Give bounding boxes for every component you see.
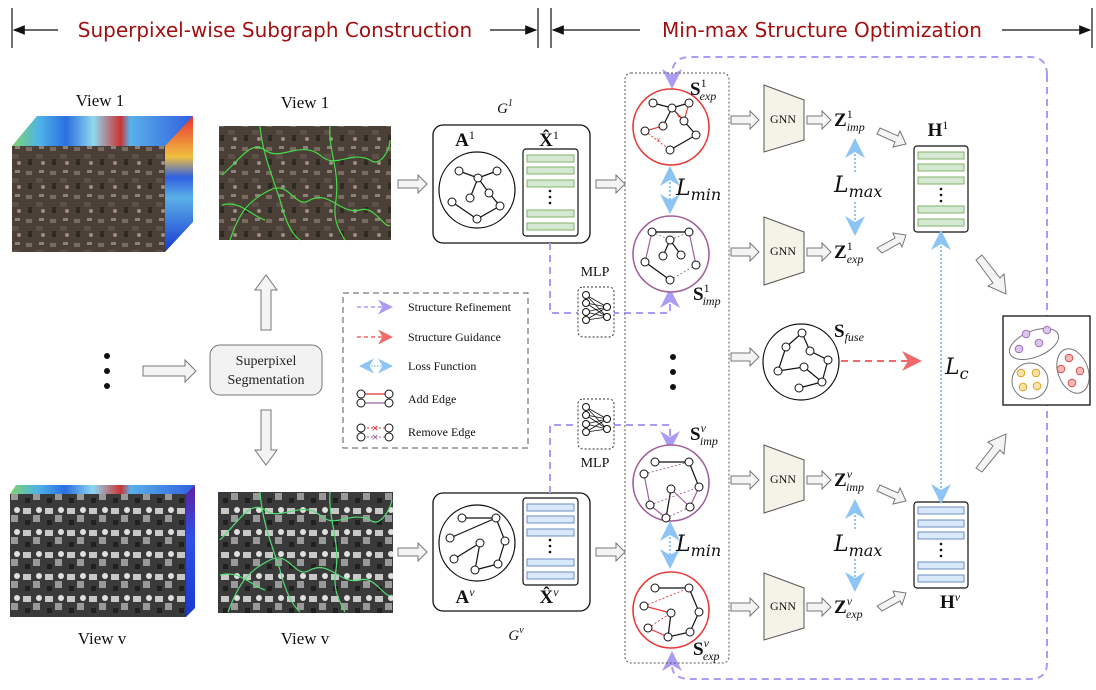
legend-item-add-edge: Add Edge	[356, 389, 456, 408]
section-title-right: Min-max Structure Optimization	[662, 18, 982, 42]
svg-text:×: ×	[656, 135, 661, 145]
loss-max-top-bg	[830, 172, 882, 200]
mlp-bottom: MLP	[577, 398, 615, 471]
gnn-block: GNN GNN GNN GNN	[763, 84, 805, 641]
feature-matrix-x1	[522, 148, 579, 237]
loss-min-bottom: Lmin	[675, 532, 721, 560]
embedding-hv: Hv	[913, 501, 969, 613]
hyperspectral-cube-view-1	[12, 116, 193, 252]
structure-s-fuse: Sfuse	[762, 321, 865, 401]
adjacency-a1-label: A1	[455, 128, 475, 151]
features-x1-label: X̂1	[539, 128, 559, 151]
view-v-cube-label: View v	[78, 629, 127, 648]
flow-arrows-right	[730, 109, 1007, 618]
gnn-label-3: GNN	[770, 472, 796, 486]
gnn-label-1: GNN	[770, 112, 796, 126]
superpixel-map-view-v	[218, 491, 393, 613]
loss-max-bottom: Lmax	[833, 532, 882, 560]
adjacency-graph-av	[438, 504, 516, 582]
svg-text:+: +	[676, 111, 681, 121]
svg-text:Structure Guidance: Structure Guidance	[408, 330, 501, 344]
view-1-cube-label: View 1	[76, 91, 125, 110]
legend: Structure Refinement Structure Guidance …	[342, 292, 529, 449]
svg-text:Loss Function: Loss Function	[408, 359, 476, 373]
loss-c-bg	[945, 352, 975, 382]
view-v-seg-label: View v	[281, 629, 330, 648]
gnn-label-4: GNN	[770, 599, 796, 613]
loss-contrastive: Lc	[944, 355, 969, 383]
segmentation-label-line2: Segmentation	[228, 373, 305, 388]
loss-max-bottom-bg	[830, 531, 882, 559]
legend-item-refinement: Structure Refinement	[357, 299, 512, 315]
mlp-top: MLP	[577, 265, 615, 338]
flow-arrows-left	[142, 173, 626, 563]
legend-item-guidance: Structure Guidance	[357, 329, 501, 345]
svg-text:×: ×	[371, 433, 379, 443]
s-fuse-label: Sfuse	[834, 321, 865, 344]
mlp-bottom-label: MLP	[581, 456, 610, 471]
adjacency-graph-a1	[438, 151, 516, 229]
graph-g1-block: G1 A1 X̂1	[432, 98, 591, 244]
superpixel-segmentation-block: Superpixel Segmentation	[209, 344, 323, 396]
svg-text:Hv: Hv	[940, 590, 961, 613]
hyperspectral-cube-view-v	[10, 485, 195, 617]
section-header-left: Superpixel-wise Subgraph Construction	[11, 8, 539, 48]
svg-text:×: ×	[371, 424, 379, 434]
loss-max-top: Lmax	[833, 173, 882, 201]
section-header-right: Min-max Structure Optimization	[550, 8, 1093, 48]
refinement-paths	[549, 56, 1048, 680]
svg-text:Structure Refinement: Structure Refinement	[408, 300, 512, 314]
svg-text:Add Edge: Add Edge	[408, 392, 456, 406]
view-1-seg-label: View 1	[281, 93, 330, 112]
mlp-top-label: MLP	[581, 265, 610, 280]
adjacency-av-label: Av	[455, 585, 475, 608]
svg-text:H1: H1	[928, 118, 949, 141]
structure-container	[624, 72, 730, 664]
section-title-left: Superpixel-wise Subgraph Construction	[78, 18, 472, 42]
svg-text:Remove Edge: Remove Edge	[408, 425, 476, 439]
embedding-h1: H1	[913, 118, 969, 233]
graph-g1-label: G1	[497, 98, 513, 117]
superpixel-map-view-1	[219, 125, 391, 241]
graph-gv-block: Av X̂v Gv	[432, 492, 591, 644]
ellipsis-dots-structures	[670, 354, 676, 390]
loss-min-top: Lmin	[675, 176, 721, 204]
features-xv-label: X̂v	[539, 585, 559, 608]
ellipsis-dots-views	[104, 353, 110, 389]
clustering-result	[1002, 315, 1091, 406]
gnn-label-2: GNN	[770, 244, 796, 258]
feature-matrix-xv	[522, 497, 579, 586]
segmentation-label-line1: Superpixel	[236, 354, 297, 369]
legend-item-remove-edge: × × Remove Edge	[356, 423, 476, 443]
graph-gv-label: Gv	[508, 625, 524, 644]
legend-item-loss: Loss Function	[359, 358, 476, 374]
